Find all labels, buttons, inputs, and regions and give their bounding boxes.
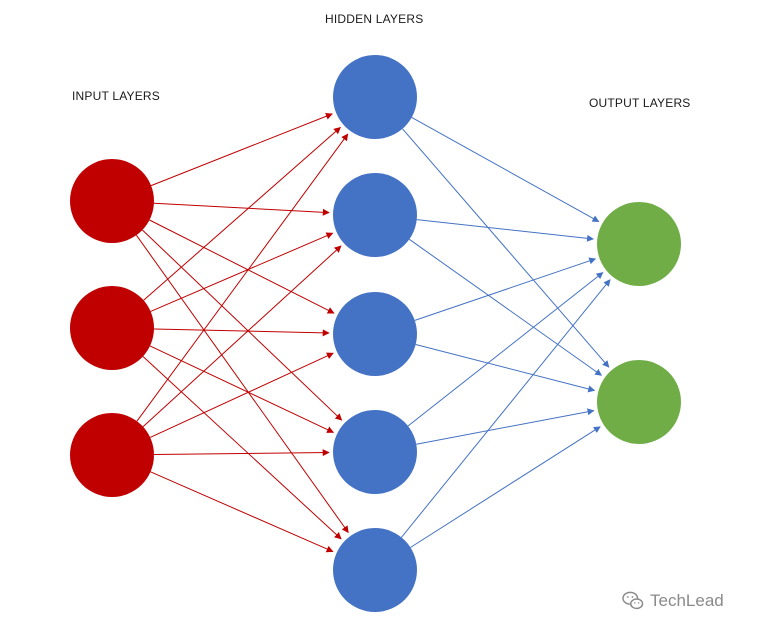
input-node-1: [70, 159, 154, 243]
edge-input-2-to-hidden-5: [142, 356, 342, 540]
output-node-1: [597, 202, 681, 286]
watermark-text: TechLead: [650, 591, 724, 610]
hidden-node-5: [333, 528, 417, 612]
hidden-node-1: [333, 55, 417, 139]
edge-input-1-to-hidden-4: [142, 229, 343, 421]
edge-input-3-to-hidden-3: [149, 352, 334, 438]
wechat-icon: [622, 591, 644, 610]
edge-input-3-to-hidden-1: [136, 133, 349, 422]
edge-hidden-4-to-output-2: [416, 408, 595, 445]
edge-input-2-to-hidden-4: [149, 345, 335, 433]
input-layers-label: INPUT LAYERS: [72, 89, 160, 103]
edge-hidden-2-to-output-2: [409, 238, 603, 376]
edge-input-1-to-hidden-1: [150, 112, 333, 187]
edge-hidden-3-to-output-1: [414, 257, 597, 321]
edge-hidden-3-to-output-2: [415, 344, 596, 393]
hidden-layers-label: HIDDEN LAYERS: [325, 12, 424, 26]
edge-input-1-to-hidden-2: [153, 202, 330, 216]
output-node-2: [597, 360, 681, 444]
edge-hidden-5-to-output-2: [410, 426, 601, 548]
hidden-node-2: [333, 173, 417, 257]
edge-input-2-to-hidden-2: [150, 232, 334, 312]
edge-input-3-to-hidden-4: [153, 449, 330, 457]
edge-input-1-to-hidden-3: [149, 219, 335, 314]
edge-hidden-5-to-output-1: [401, 279, 611, 538]
edge-hidden-1-to-output-1: [411, 116, 600, 223]
edge-input-3-to-hidden-2: [142, 245, 342, 428]
edge-input-3-to-hidden-5: [150, 471, 334, 553]
edge-hidden-4-to-output-1: [407, 272, 604, 427]
hidden-node-4: [333, 410, 417, 494]
edge-hidden-1-to-output-2: [402, 128, 610, 368]
input-node-3: [70, 413, 154, 497]
hidden-node-3: [333, 292, 417, 376]
nodes-group: [70, 55, 681, 612]
edge-input-2-to-hidden-1: [143, 126, 341, 301]
edge-hidden-2-to-output-1: [416, 219, 594, 242]
edge-input-1-to-hidden-5: [135, 234, 349, 534]
edges-group: [135, 112, 611, 553]
watermark: TechLead: [622, 591, 724, 611]
edge-input-2-to-hidden-3: [153, 328, 330, 337]
input-node-2: [70, 286, 154, 370]
output-layers-label: OUTPUT LAYERS: [589, 96, 691, 110]
